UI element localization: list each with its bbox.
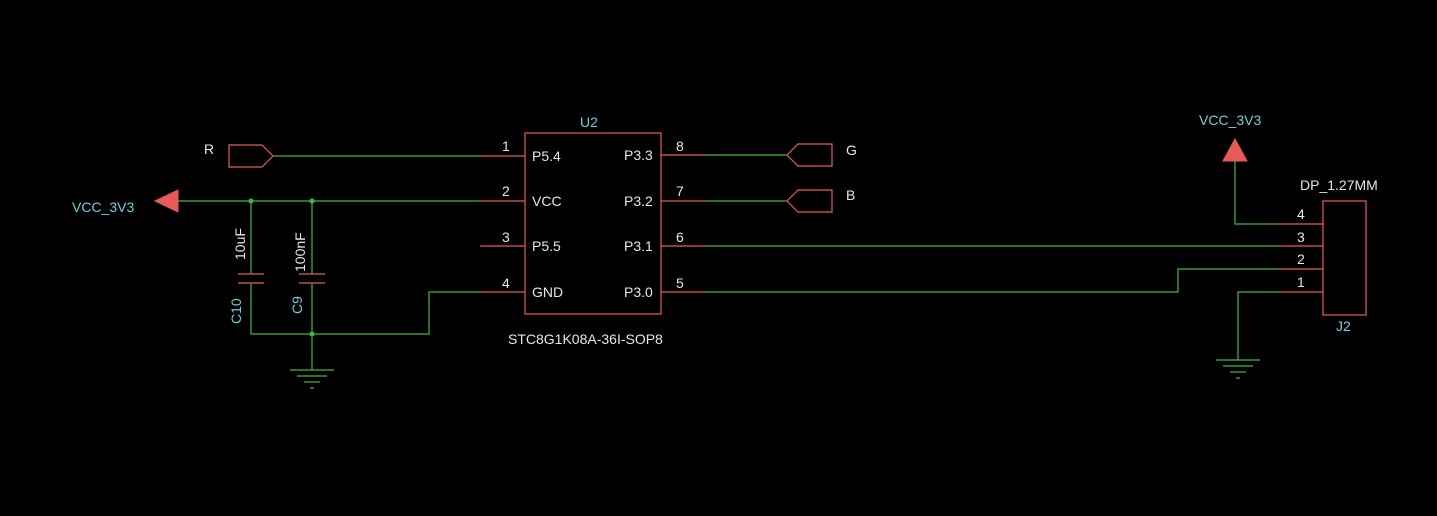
connector-pin-number: 3	[1297, 229, 1305, 245]
ic-pin-number: 1	[502, 138, 510, 154]
ic-pin-number: 7	[676, 183, 684, 199]
ic-pin-name: P3.1	[624, 238, 653, 254]
power-vcc-right-label: VCC_3V3	[1199, 112, 1261, 128]
ic-pin-name: P3.3	[624, 147, 653, 163]
power-arrow-icon	[1222, 137, 1248, 162]
net-port-g[interactable]: G	[786, 142, 857, 167]
ic-pin-number: 6	[676, 229, 684, 245]
connector-body	[1322, 200, 1367, 316]
ic-pin-name: P5.4	[532, 148, 561, 164]
net-port-b[interactable]: B	[786, 187, 855, 213]
ic-value: STC8G1K08A-36I-SOP8	[508, 331, 663, 347]
junction-dot	[309, 331, 315, 337]
capacitor-c10[interactable]: 10uF C10	[228, 228, 264, 324]
ic-pin-number: 2	[502, 183, 510, 199]
ic-ref: U2	[580, 114, 598, 130]
ic-pin-number: 5	[676, 275, 684, 291]
ic-pin-number: 4	[502, 275, 510, 291]
ic-body	[524, 132, 662, 315]
power-vcc-right[interactable]: VCC_3V3	[1199, 112, 1261, 162]
net-label-b: B	[846, 187, 855, 203]
net-port-g-shape	[786, 143, 833, 167]
ic-pin-name: GND	[532, 284, 563, 300]
net-label-r: R	[204, 141, 214, 157]
net-port-r[interactable]: R	[204, 141, 274, 168]
wires	[178, 154, 1278, 370]
net-label-g: G	[846, 142, 857, 158]
ic-pin-number: 8	[676, 138, 684, 154]
wire-j2-1-gnd[interactable]	[1237, 291, 1278, 360]
ic-pin-name: VCC	[532, 193, 562, 209]
power-vcc-left-label: VCC_3V3	[72, 199, 134, 215]
junctions	[248, 198, 315, 337]
ic-pin-number: 3	[502, 229, 510, 245]
gnd-left[interactable]	[290, 369, 334, 389]
connector-pin-number: 2	[1297, 251, 1305, 267]
ic-pin-name: P5.5	[532, 238, 561, 254]
junction-dot	[309, 198, 315, 204]
capacitor-c10-ref: C10	[228, 298, 244, 324]
capacitor-c9-ref: C9	[289, 296, 305, 314]
ic-pin-name: P3.2	[624, 193, 653, 209]
capacitor-c9-value: 100nF	[292, 232, 308, 272]
ic-pin-name: P3.0	[624, 284, 653, 300]
power-arrow-icon	[153, 189, 179, 213]
wire-p30-j2-2[interactable]	[706, 268, 1278, 293]
connector-value: DP_1.27MM	[1300, 177, 1378, 193]
connector-pin-number: 1	[1297, 274, 1305, 290]
net-port-b-shape	[786, 189, 833, 213]
ic-u2[interactable]: U2 STC8G1K08A-36I-SOP8 1 2 3 4 P5.4 VCC …	[480, 114, 706, 347]
connector-j2[interactable]: 4 3 2 1 DP_1.27MM J2	[1278, 177, 1378, 334]
capacitor-c9[interactable]: 100nF C9	[289, 232, 325, 314]
power-vcc-left[interactable]: VCC_3V3	[72, 189, 179, 215]
wire-gnd[interactable]	[251, 291, 480, 335]
wire-j2-4-vcc[interactable]	[1234, 161, 1278, 225]
connector-pin-number: 4	[1297, 206, 1305, 222]
junction-dot	[248, 198, 254, 204]
net-port-r-shape	[228, 144, 274, 168]
connector-ref: J2	[1336, 318, 1351, 334]
gnd-right[interactable]	[1216, 359, 1260, 379]
capacitor-c10-value: 10uF	[232, 228, 248, 260]
